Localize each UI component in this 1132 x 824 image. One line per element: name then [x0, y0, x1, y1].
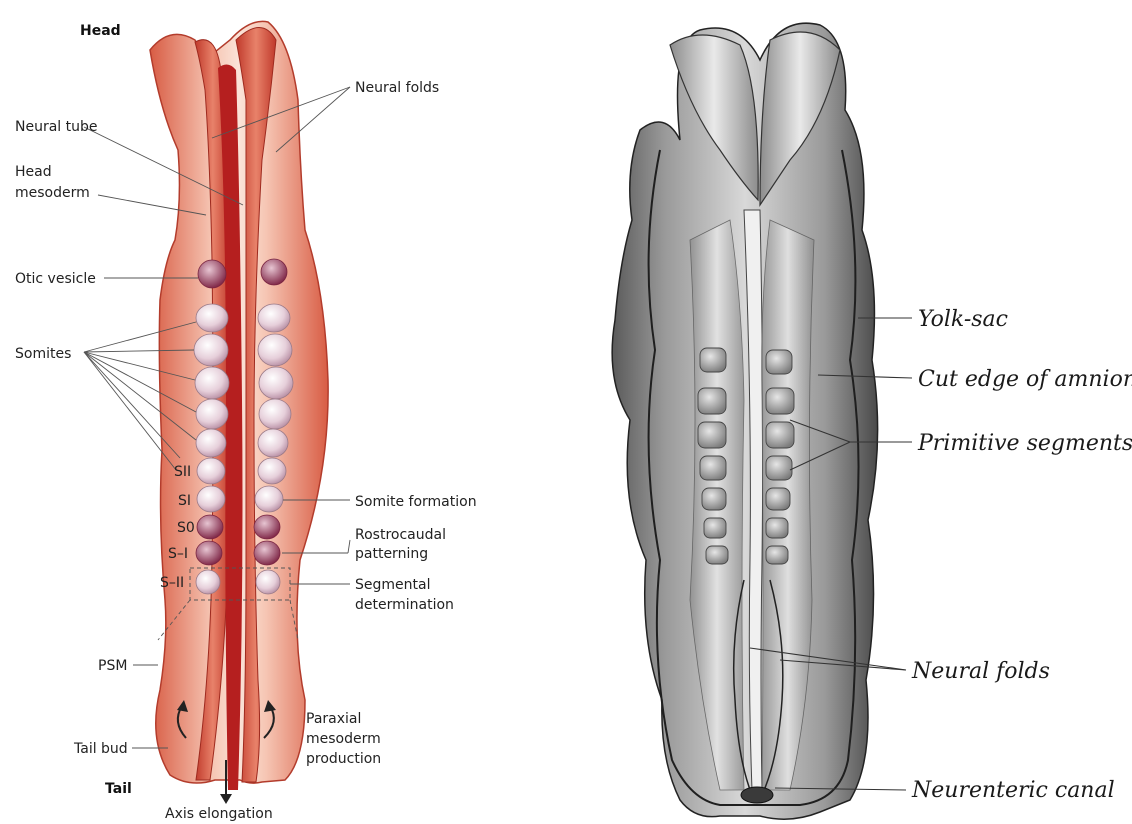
- labels-right: Yolk-sac Cut edge of amnion Primitive se…: [911, 307, 1132, 803]
- somite-s0: [254, 515, 280, 539]
- somite: [195, 367, 229, 399]
- somite-s-i: [254, 541, 280, 565]
- embryo-engraving: [612, 23, 877, 819]
- head-mesoderm-label-1: Head: [15, 164, 52, 180]
- segment: [702, 488, 726, 510]
- rostrocaudal-label-2: patterning: [355, 546, 428, 562]
- segment: [700, 456, 726, 480]
- somite: [194, 334, 228, 366]
- somite: [258, 429, 288, 457]
- segment: [704, 518, 726, 538]
- tail-label: Tail: [105, 781, 132, 797]
- segment: [698, 422, 726, 448]
- somite: [255, 486, 283, 512]
- somite-s-i: [196, 541, 222, 565]
- otic-vesicle-label: Otic vesicle: [15, 271, 96, 287]
- paraxial-label-1: Paraxial: [306, 711, 361, 727]
- s-ii-label: SII: [174, 464, 191, 480]
- segmental-label-2: determination: [355, 597, 454, 613]
- engraving-neurenteric-canal: [741, 787, 773, 803]
- segment: [766, 350, 792, 374]
- s-i-label: SI: [178, 493, 191, 509]
- somite: [196, 429, 226, 457]
- segment: [698, 388, 726, 414]
- s-minus-ii-label: S–II: [160, 575, 184, 591]
- segment: [766, 518, 788, 538]
- neural-tube-label: Neural tube: [15, 119, 98, 135]
- somite: [259, 367, 293, 399]
- somite: [258, 304, 290, 332]
- segmental-label-1: Segmental: [355, 577, 430, 593]
- somite: [197, 458, 225, 484]
- neural-folds-label: Neural folds: [355, 80, 439, 96]
- somite-formation-label: Somite formation: [355, 494, 477, 510]
- paraxial-label-3: production: [306, 751, 381, 767]
- otic-vesicle-left: [198, 260, 226, 288]
- cut-edge-label: Cut edge of amnion: [918, 367, 1132, 392]
- rostrocaudal-label-1: Rostrocaudal: [355, 527, 446, 543]
- segment: [766, 422, 794, 448]
- primitive-segments-label: Primitive segments: [917, 431, 1132, 456]
- otic-vesicle-right: [261, 259, 287, 285]
- somite: [258, 334, 292, 366]
- segment: [706, 546, 728, 564]
- somite-s0: [197, 515, 223, 539]
- s-0-label: S0: [177, 520, 195, 536]
- psm-label: PSM: [98, 658, 127, 674]
- embryo-diagram: [150, 21, 328, 804]
- segment: [700, 348, 726, 372]
- head-label: Head: [80, 23, 121, 39]
- somite-s-ii: [196, 570, 220, 594]
- segment: [766, 488, 790, 510]
- yolk-sac-label: Yolk-sac: [918, 307, 1008, 332]
- somite: [258, 458, 286, 484]
- somite: [196, 304, 228, 332]
- somites-label: Somites: [15, 346, 71, 362]
- segment: [766, 388, 794, 414]
- segment: [766, 456, 792, 480]
- somite: [196, 399, 228, 429]
- neurenteric-canal-label: Neurenteric canal: [911, 778, 1115, 803]
- neural-folds-right-label: Neural folds: [911, 659, 1050, 684]
- axis-arrow-down-icon: [220, 794, 232, 804]
- somite: [197, 486, 225, 512]
- somite-s-ii: [256, 570, 280, 594]
- tail-bud-label: Tail bud: [73, 741, 128, 757]
- s-minus-i-label: S–I: [168, 546, 188, 562]
- axis-elongation-label: Axis elongation: [165, 806, 273, 822]
- somite: [259, 399, 291, 429]
- paraxial-label-2: mesoderm: [306, 731, 381, 747]
- segment: [766, 546, 788, 564]
- head-mesoderm-label-2: mesoderm: [15, 185, 90, 201]
